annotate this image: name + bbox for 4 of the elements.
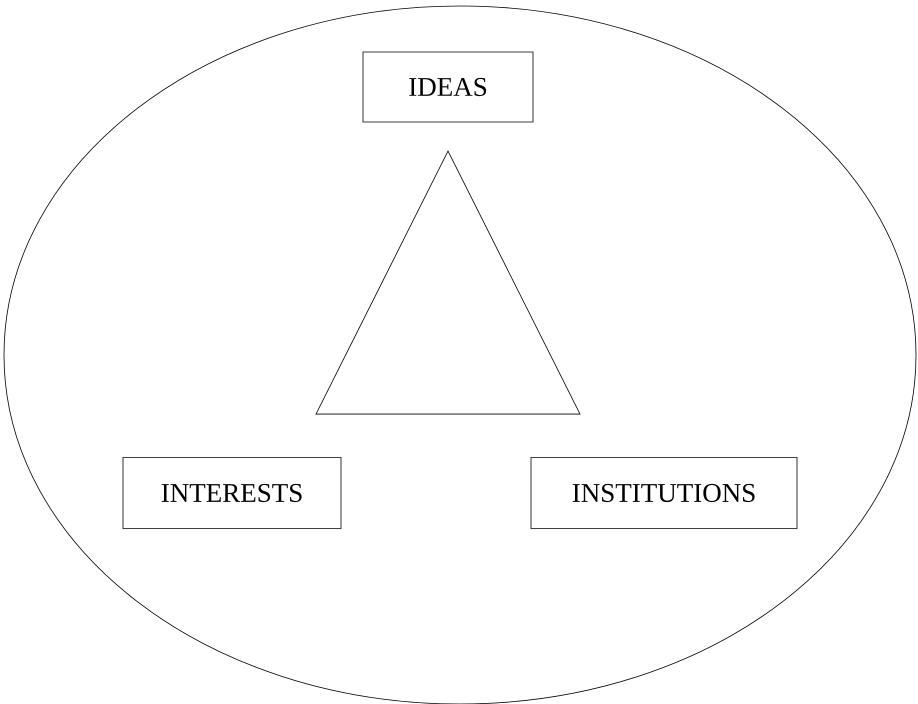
label-box: IDEAS [362,52,534,122]
label-box: INSTITUTIONS [530,457,798,529]
label-box: INTERESTS [122,457,342,529]
ellipse [4,6,916,704]
